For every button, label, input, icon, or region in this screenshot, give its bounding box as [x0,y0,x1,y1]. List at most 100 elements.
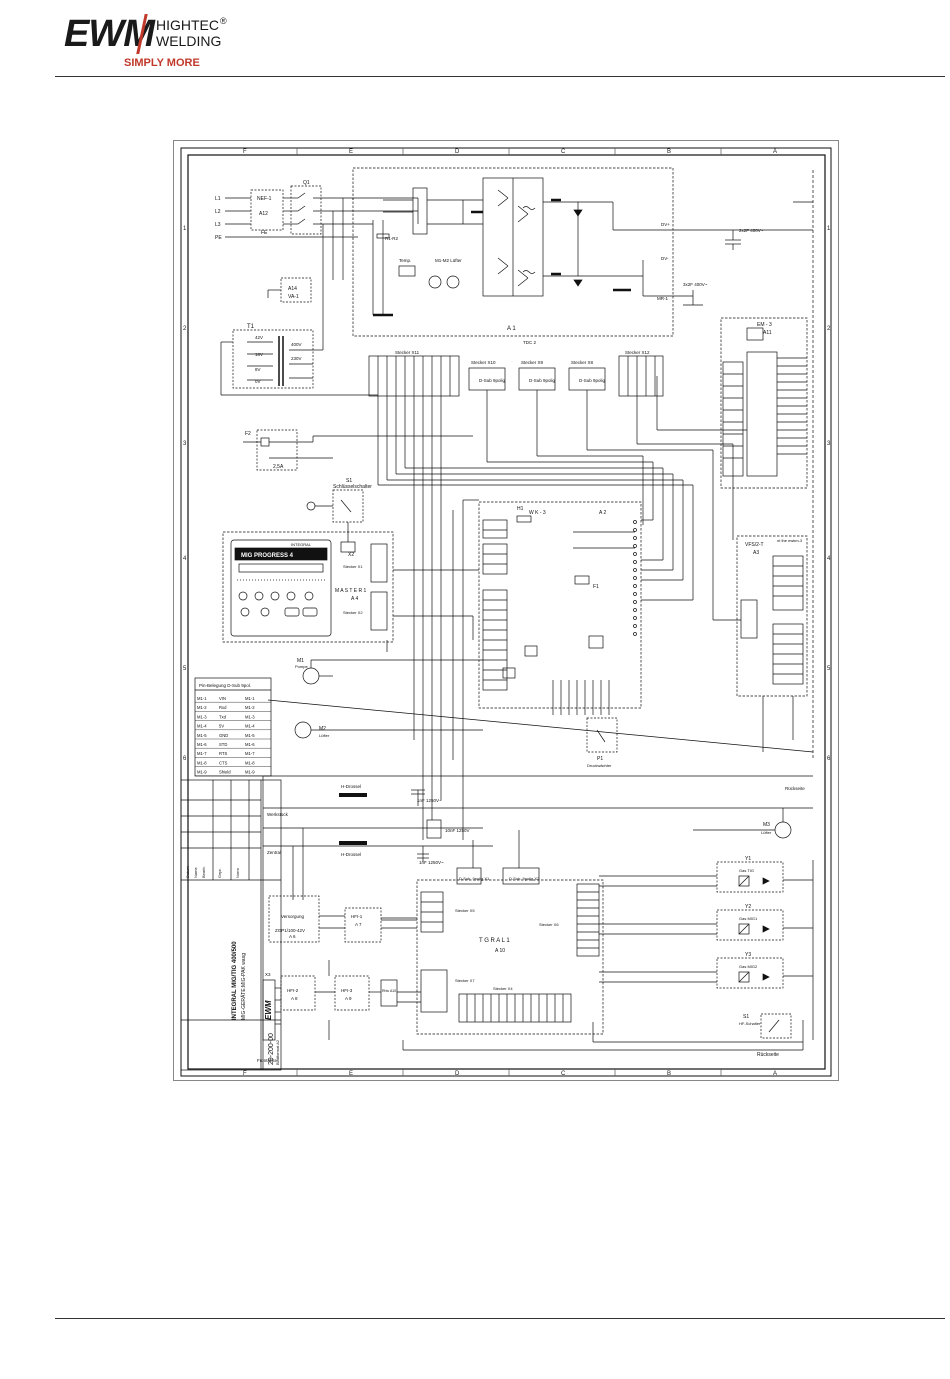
x9-label: Stecker X9 [521,360,544,365]
hfi1-box [344,907,382,943]
frontseite-label: Frontseite [257,1058,278,1063]
x9-dsub: D-Sub 9polig [529,378,556,383]
pin-table-cell: RTS [219,751,228,756]
row-label-left-5: 5 [183,666,187,672]
title-block-row-3: Bearb. [201,866,206,878]
m1-name: M1 [297,658,304,664]
label-fe: FE [261,230,268,236]
pin-table-cell: M1-2 [197,705,207,710]
row-label-right-3: 3 [827,441,831,447]
rthc-box [380,979,398,1007]
col-label-bottom-4: C [561,1071,566,1077]
master-panel-box [222,531,394,643]
a1-dc-neg: DV- [661,256,669,261]
title-block [180,779,282,1071]
a1-board-label: TDC 2 [523,340,536,345]
a1-rf-label: R1-R2 [385,236,399,241]
wk3-box [478,501,642,709]
a1-mr: MR-1 [657,296,668,301]
tigral-dsub2: D-Sub. 9polig X2 [509,876,540,881]
hfi2-sub: A 8 [291,996,298,1001]
tigral-x4: Stecker X4 [493,986,513,991]
ewm-logo: EWM HIGHTEC ® WELDING SIMPLY MORE [64,13,227,69]
tigral-sub: A 10 [495,948,505,954]
x3-name: X3 [265,972,271,977]
valve-y2-label: Gas MIG1 [739,916,758,921]
circuit-diagram: F E D C B A F E D C B A 1 2 3 4 5 6 1 2 … [173,140,839,1081]
label-l1: L1 [215,196,221,202]
tigral-name: T G R A L 1 [479,938,510,944]
title-block-drawing-no: 29-200-00 [268,1033,275,1065]
valve-y1-label: Gas TIG [739,868,754,873]
hfi3-box [334,975,370,1011]
a14-name: A14 [288,286,297,292]
m1-label: Pumpe [295,664,308,669]
row-label-left-3: 3 [183,441,187,447]
master-title-bar [234,547,328,561]
a14-type: VA-1 [288,294,299,300]
t1-name: T1 [247,324,255,330]
hfi2-box [280,975,316,1011]
x12-label: Stecker X12 [625,350,650,355]
rueckseite-label-top: Rückseite [785,786,805,791]
fan-m3-icon [774,821,792,839]
s1-hf-name: S1 [743,1014,749,1020]
col-label-top-6: A [773,149,777,155]
master-sub: A 4 [351,596,358,602]
a1-dc-pos: DV+ [661,222,670,227]
a1-box [352,167,674,337]
s1-name: S1 [346,478,352,484]
a1-power-stage [383,177,673,297]
row-label-right-5: 5 [827,666,831,672]
em3-sub: A11 [763,330,772,336]
t1-v4: 0V [255,379,261,384]
t1-box [232,329,314,389]
t1-v3: 8V [255,367,261,372]
a6-name: A 6 [289,934,296,939]
valve-y1-box [716,861,784,893]
col-label-top-2: E [349,149,353,155]
outer-frame [173,140,839,1081]
valve-y2-box [716,909,784,941]
a6-supply: Versorgung [281,914,305,919]
header-rule [55,76,945,77]
tigral-dsub1: D-Sub. 9polig X1 [459,876,490,881]
m2-name: M2 [319,726,326,732]
vfs-name: VFS/2-T [745,542,764,548]
f2-rating: 2,5A [273,464,284,470]
master-brand: INTEGRAL [291,542,312,547]
t1-windings [220,280,378,396]
title-block-sheet: Blattformat A2 [275,1039,280,1065]
main-wiring-bus [377,376,794,840]
a1-filter-section [372,220,460,317]
logo-slogan: SIMPLY MORE [124,57,200,69]
pin-table-cell: M1-7 [197,751,207,756]
t1-v5: 400V [291,342,302,347]
a6-box [268,895,320,943]
wk3-f1: F1 [593,584,599,590]
s1-hf-label: HF-Schalter [739,1021,761,1026]
a1-cap1: 2x2F 400V~ [739,228,764,233]
fan-m2-icon [294,721,312,739]
col-label-top-4: C [561,149,566,155]
s1-box [332,489,364,523]
row-label-right-4: 4 [827,556,831,562]
pin-table-cell: M1-7 [245,751,255,756]
f2-box [256,429,298,471]
label-l3: L3 [215,222,221,228]
p1-name: P1 [597,756,603,762]
label-a12: A12 [259,211,268,217]
a1-output [673,170,814,760]
hf-drossel-2: H-Drossel [341,852,361,857]
pin-table-cell: CTS [219,760,228,765]
a1-name: A 1 [507,326,516,332]
tigral-x7: Stecker X7 [455,978,475,983]
hf-werkstueck: Werkstück [267,812,289,817]
f2-wiring [243,435,473,459]
wk3-output-pins [552,680,610,715]
